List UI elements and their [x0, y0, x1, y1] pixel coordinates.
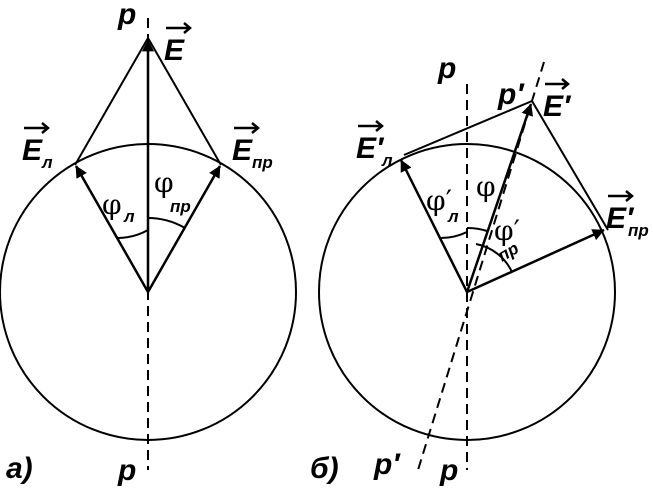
svg-text:E: E: [164, 34, 185, 67]
vector-e-left-b: [399, 159, 469, 293]
label-e-left-a: E л: [22, 122, 53, 172]
svg-text:φ: φ: [476, 170, 496, 203]
panel-b: p p p′ p′ б) E′ E′ л E′ пр φ′ л φ: [310, 52, 649, 487]
label-e-right-b: E′ пр: [606, 190, 649, 240]
svg-text:φ′: φ′: [426, 184, 452, 217]
rhombus-side-left-a: [74, 37, 149, 166]
label-e-sum-b: E′: [543, 78, 572, 123]
rhombus-side-right-a: [147, 37, 222, 166]
svg-text:E′: E′: [606, 202, 635, 235]
angle-arc-right-a: [147, 217, 186, 229]
svg-text:пр: пр: [170, 197, 191, 216]
svg-text:пр: пр: [252, 153, 273, 172]
angle-arc-right-b: [475, 243, 513, 273]
angle-arc-mid-b: [466, 226, 488, 232]
label-p-bottom-a: p: [117, 454, 136, 487]
label-p-top-a: p: [117, 0, 136, 31]
label-phi-left-b: φ′ л: [426, 184, 459, 226]
label-e-left-b: E′ л: [356, 120, 393, 170]
label-p-top-b: p: [437, 52, 456, 85]
svg-text:E: E: [232, 134, 253, 167]
svg-text:φ: φ: [154, 166, 174, 199]
angle-arc-left-a: [117, 229, 149, 240]
svg-text:E′: E′: [543, 90, 572, 123]
label-phi-right-b: φ′ пр: [494, 214, 522, 265]
label-e-sum-a: E: [164, 22, 192, 67]
svg-text:пр: пр: [628, 221, 649, 240]
panel-a: p p а) E E л E пр φ л φ пр: [0, 0, 297, 487]
label-p-bottom-b: p: [439, 454, 458, 487]
vector-e-left-a: [74, 165, 150, 293]
label-phi-right-a: φ пр: [154, 166, 191, 216]
svg-text:E: E: [22, 134, 43, 167]
angle-arc-left-b: [439, 231, 468, 240]
label-p-prime-bottom-b: p′: [373, 448, 401, 481]
svg-text:л: л: [123, 207, 135, 226]
svg-text:л: л: [447, 207, 459, 226]
svg-text:φ: φ: [102, 188, 122, 221]
svg-text:л: л: [381, 151, 393, 170]
parallelogram-side-right-b: [531, 100, 609, 231]
label-p-prime-top-b: p′: [497, 78, 525, 111]
svg-text:л: л: [41, 153, 53, 172]
vector-e-right-a: [146, 165, 222, 293]
panel-tag-b: б): [310, 452, 339, 485]
parallelogram-side-top-b: [403, 100, 533, 156]
label-phi-left-a: φ л: [102, 188, 135, 226]
svg-text:φ′: φ′: [494, 214, 520, 247]
vector-e-sum-b: [465, 103, 534, 293]
svg-text:E′: E′: [356, 132, 385, 165]
label-phi-mid-b: φ: [476, 170, 496, 203]
vector-e-right-b: [466, 228, 605, 294]
label-e-right-a: E пр: [232, 122, 273, 172]
panel-tag-a: а): [6, 452, 33, 485]
